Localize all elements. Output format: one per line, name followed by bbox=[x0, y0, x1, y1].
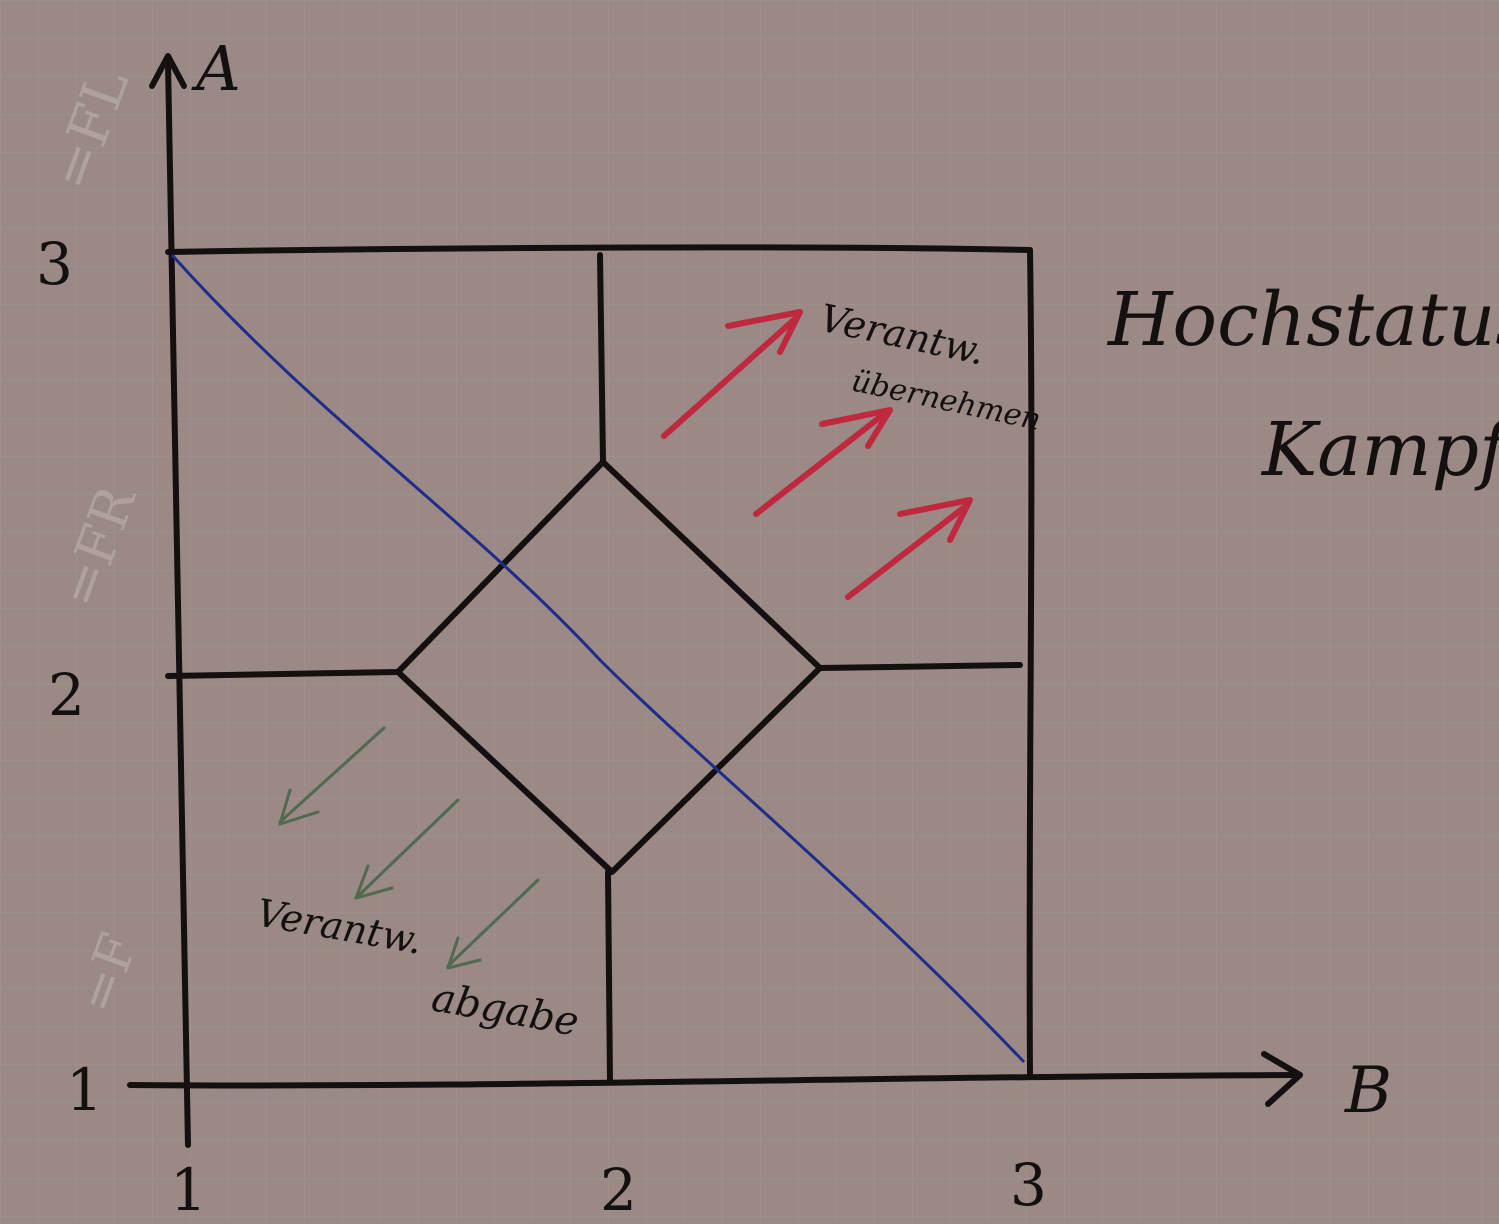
up-right-arrow-icon bbox=[661, 309, 803, 439]
title-line-2: Kampf bbox=[1260, 407, 1499, 493]
lower-vertical-divider bbox=[605, 869, 613, 1085]
diagonal-line bbox=[170, 253, 1026, 1064]
title-line-1: Hochstatus- bbox=[1106, 277, 1499, 363]
y-tick-2: 2 bbox=[48, 661, 85, 729]
box-top-edge bbox=[165, 244, 1033, 255]
x-axis-label: B bbox=[1344, 1054, 1392, 1128]
y-axis-label: A bbox=[191, 32, 241, 105]
down-left-arrow-icon bbox=[446, 878, 540, 970]
x-tick-2: 2 bbox=[600, 1156, 637, 1224]
up-right-arrow-icon bbox=[753, 407, 893, 517]
x-tick-1: 1 bbox=[170, 1156, 207, 1224]
down-left-arrow-icon bbox=[354, 798, 460, 900]
left-horizontal-divider bbox=[165, 669, 401, 679]
y-tick-1: 1 bbox=[66, 1056, 103, 1124]
y-tick-3: 3 bbox=[36, 230, 73, 298]
upper-vertical-divider bbox=[597, 252, 606, 465]
center-diamond bbox=[395, 459, 823, 875]
y-axis-arrowhead-icon bbox=[149, 53, 187, 89]
x-tick-3: 3 bbox=[1010, 1151, 1047, 1219]
x-axis-line bbox=[127, 1072, 1303, 1089]
down-left-arrow-icon bbox=[278, 726, 386, 826]
x-axis-arrowhead-icon bbox=[1261, 1051, 1303, 1107]
right-horizontal-divider bbox=[817, 662, 1023, 671]
box-right-edge bbox=[1026, 247, 1035, 1078]
up-right-arrow-icon bbox=[845, 497, 973, 600]
